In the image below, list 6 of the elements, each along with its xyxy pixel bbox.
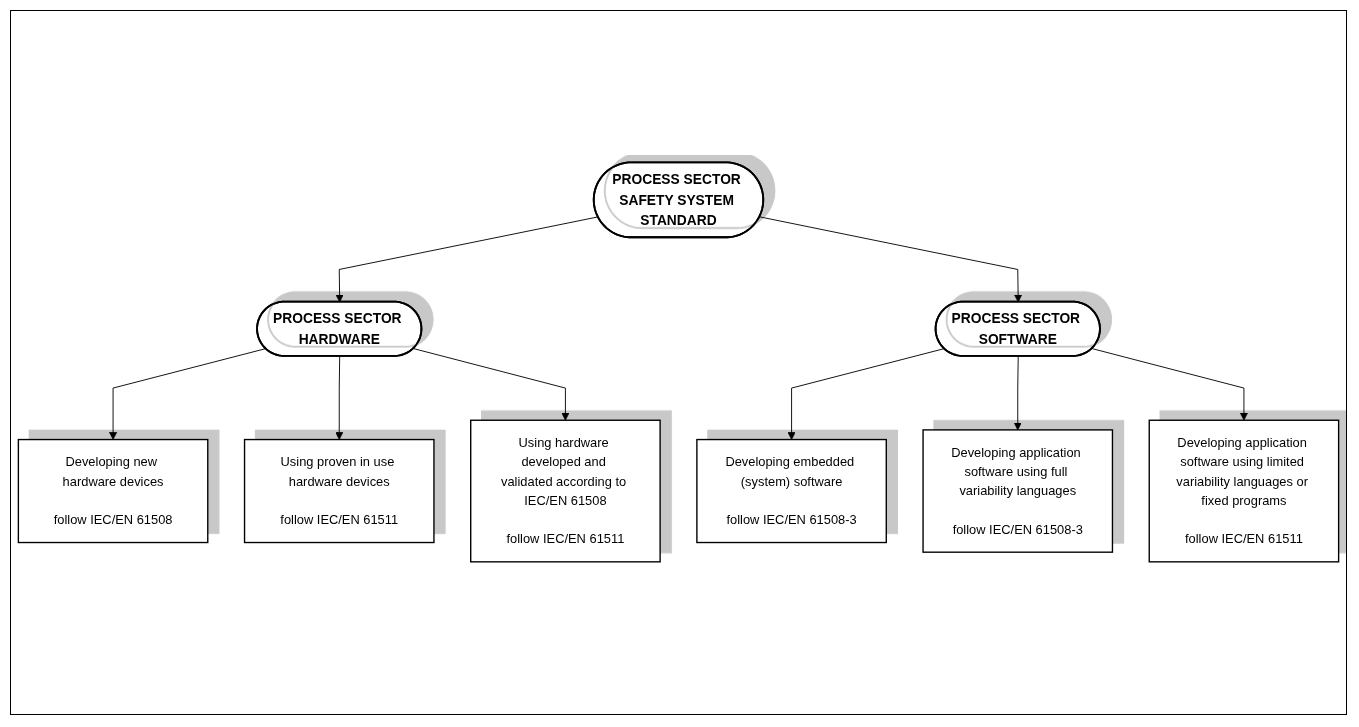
node-box: Developing new hardware devices follow IEC/EN 61508 [17, 439, 209, 544]
node-box: Developing embedded (system) software follow IEC/EN 61508-3 [696, 439, 887, 544]
node-box: Using hardware developed and validated according to IEC/EN 61508 follow IEC/EN 61511 [470, 419, 661, 563]
node-box: Using proven in use hardware devices follow IEC/EN 61511 [243, 439, 435, 544]
node-box: Developing application software using limited variability languages or fixed programs follow IEC/EN 61511 [1148, 419, 1340, 563]
node-box: Developing application software using full variability languages follow IEC/EN 61508-3 [922, 429, 1114, 554]
